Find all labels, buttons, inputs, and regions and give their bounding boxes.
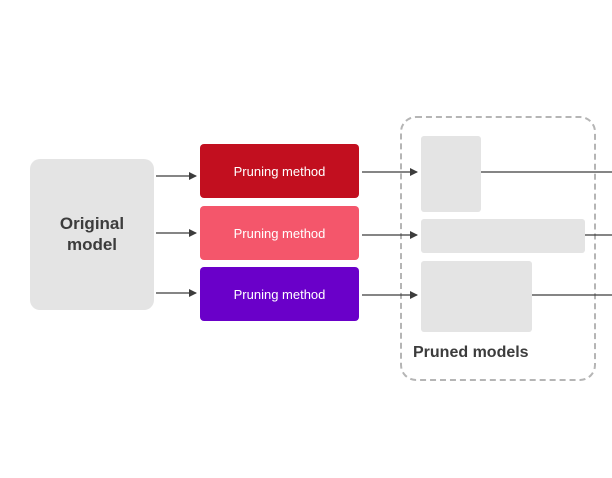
pruning-method-label-1: Pruning method — [233, 163, 326, 179]
pruning-method-label-2: Pruning method — [233, 225, 326, 241]
pruning-method-box-1: Pruning method — [200, 144, 359, 198]
pruning-method-label-3: Pruning method — [233, 286, 326, 302]
pruning-method-box-2: Pruning method — [200, 206, 359, 260]
pruning-method-box-3: Pruning method — [200, 267, 359, 321]
original-model-label-line2: model — [66, 234, 118, 254]
original-model-label-line1: Original — [59, 214, 125, 234]
pruned-model-2 — [421, 219, 585, 253]
pruned-models-label: Pruned models — [413, 344, 529, 361]
pruned-models-container — [400, 116, 596, 381]
pruned-model-3 — [421, 261, 532, 332]
pruned-model-1 — [421, 136, 481, 212]
original-model-box: Original model — [30, 159, 154, 310]
